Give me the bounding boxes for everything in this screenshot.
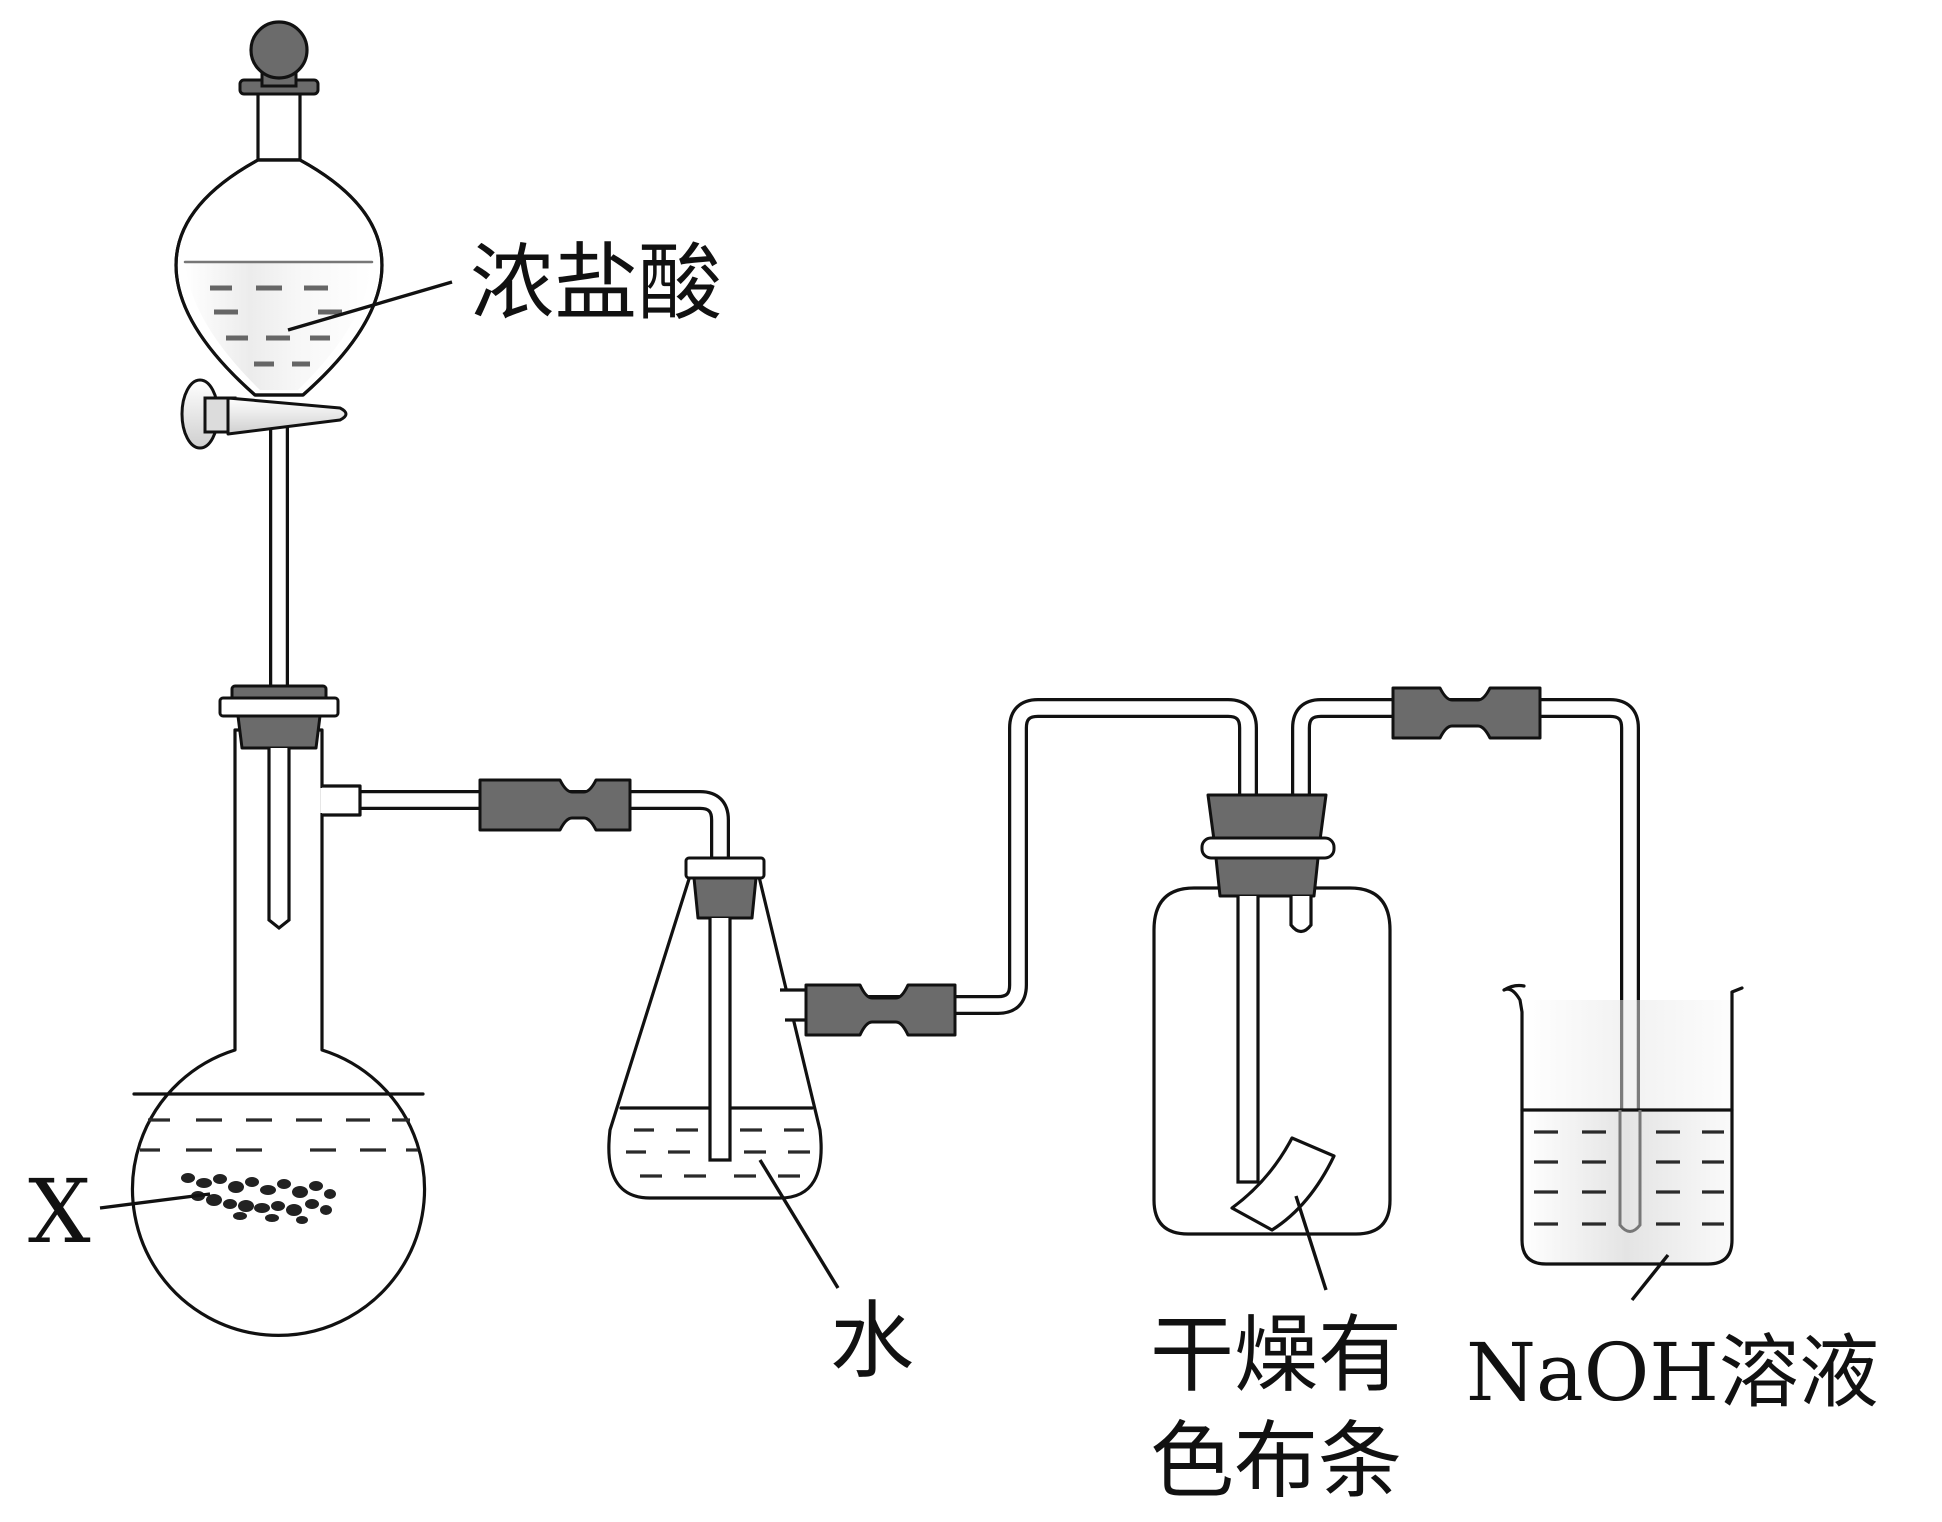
label-dry-cloth-line2: 色布条 [1150, 1412, 1402, 1510]
pointer-lines [99, 280, 1670, 1302]
label-water: 水 [830, 1292, 914, 1390]
pointer-cloth [1294, 1195, 1328, 1291]
label-concentrated-hcl: 浓盐酸 [470, 234, 722, 332]
water-liquid [626, 1128, 810, 1178]
dry-colored-cloth [1230, 1136, 1336, 1232]
naoh-liquid [1534, 1130, 1724, 1226]
flask-liquid [140, 1118, 418, 1152]
beaker [1502, 983, 1744, 1266]
stopcock [180, 378, 348, 450]
funnel-liquid [210, 285, 342, 367]
flask-stopper [218, 684, 340, 750]
gas-bottle [1152, 793, 1392, 1236]
pointer-naoh [1630, 1253, 1670, 1302]
solid-x-particles [181, 1173, 336, 1224]
erlenmeyer-flask [607, 856, 823, 1200]
pointer-hcl [287, 280, 453, 332]
labels: 浓盐酸 X 水 干燥有 色布条 NaOH溶液 [28, 234, 1879, 1510]
label-dry-cloth-line1: 干燥有 [1150, 1306, 1402, 1404]
pointer-x [99, 1192, 211, 1210]
round-bottom-flask [130, 684, 427, 1337]
pointer-water [758, 1159, 840, 1289]
separatory-funnel [174, 20, 384, 450]
label-reagent-x: X [28, 1160, 91, 1263]
label-naoh-solution: NaOH溶液 [1466, 1326, 1879, 1419]
rubber-connectors [478, 686, 1542, 1037]
